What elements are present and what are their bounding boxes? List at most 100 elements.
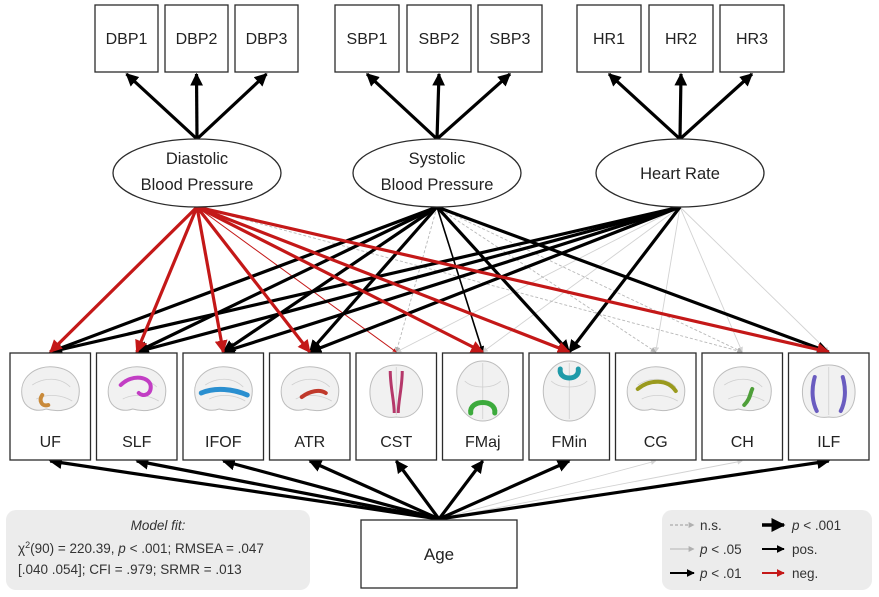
- tract-label: ILF: [817, 434, 840, 451]
- path-arrow-sbp-cg: [436, 206, 657, 353]
- latent-label-line1: Systolic: [409, 150, 466, 168]
- path-arrow-age-ch: [438, 459, 743, 520]
- indicator-box-hr2: [648, 4, 714, 73]
- latent-label-line2: Blood Pressure: [381, 176, 494, 194]
- tract-highlight: [396, 370, 404, 414]
- brain-sagittal-icon: [713, 366, 772, 412]
- latent-hr: Heart Rate: [595, 138, 765, 208]
- tract-node-uf: UF: [9, 352, 92, 461]
- path-arrow-age-fmaj: [437, 459, 485, 520]
- path-arrow-sbp-ifof: [222, 205, 438, 354]
- model-fit-title: Model fit:: [131, 518, 186, 533]
- path-arrow-dbp-slf: [135, 206, 199, 354]
- indicator-label: SBP3: [490, 31, 531, 48]
- latent-ellipse-dbp: [112, 138, 282, 208]
- indicator-group-sbp: SBP1 SBP2 SBP3: [334, 4, 543, 73]
- brain-axial-icon: [456, 360, 510, 422]
- path-arrow-hr-ifof: [222, 205, 681, 355]
- path-arrow-dbp-atr: [195, 206, 312, 354]
- tract-highlight: [118, 375, 153, 397]
- path-arrow-hr-uf: [49, 205, 681, 356]
- brain-sagittal-icon: [626, 366, 686, 412]
- indicator-label: HR1: [593, 31, 625, 48]
- tract-highlight: [299, 388, 328, 399]
- brain-coronal-icon: [801, 364, 856, 418]
- latent-sbp: Systolic Blood Pressure: [352, 138, 522, 208]
- path-arrow-age-ifof: [222, 457, 440, 521]
- tract-label: SLF: [122, 434, 152, 451]
- chi-rest: < .001; RMSEA = .047: [126, 541, 264, 556]
- path-arrow-hr-slf: [135, 205, 681, 356]
- path-arrow-dbp-ch: [196, 206, 743, 354]
- legend-p01-label: p < .01: [699, 566, 742, 581]
- chi-symbol: χ: [18, 541, 25, 556]
- path-arrow-dbp-uf: [49, 205, 199, 354]
- path-arrows: [48, 72, 831, 521]
- tract-label: UF: [40, 434, 62, 451]
- tract-label: CH: [731, 434, 754, 451]
- path-arrow-sbp-cst: [394, 206, 438, 353]
- path-arrow-sbp-slf: [135, 205, 438, 354]
- tract-highlight: [38, 393, 51, 408]
- loading-arrow-hr-3: [678, 72, 754, 141]
- path-arrow-sbp-ch: [436, 206, 743, 353]
- path-arrow-age-uf: [48, 456, 440, 521]
- loading-arrow-sbp-1: [365, 72, 439, 141]
- tract-label: FMin: [551, 434, 587, 451]
- brain-axial-icon: [542, 360, 596, 422]
- indicator-box-dbp3: [234, 4, 299, 73]
- indicator-box-hr3: [719, 4, 785, 73]
- indicator-box-sbp1: [334, 4, 400, 73]
- path-arrow-sbp-atr: [308, 205, 439, 354]
- indicator-label: DBP3: [246, 31, 288, 48]
- tract-node-fmin: FMin: [528, 352, 611, 461]
- brain-sagittal-icon: [21, 366, 80, 412]
- tract-node-atr: ATR: [268, 352, 351, 461]
- indicator-label: SBP2: [419, 31, 460, 48]
- tract-node-ch: CH: [701, 352, 784, 461]
- brain-sagittal-icon: [107, 366, 167, 412]
- indicator-group-dbp: DBP1 DBP2 DBP3: [94, 4, 299, 73]
- latent-ellipse-hr: [595, 138, 765, 208]
- legend-panel: n.s. p < .05 p < .01 p < .001 pos. neg.: [662, 510, 872, 590]
- brain-coronal-icon: [369, 364, 424, 418]
- path-arrow-dbp-cst: [196, 206, 397, 353]
- tract-highlight: [198, 386, 250, 398]
- indicator-label: DBP2: [176, 31, 218, 48]
- path-arrow-hr-cst: [395, 206, 681, 353]
- path-arrow-hr-ch: [679, 206, 743, 353]
- legend-p001-label: p < .001: [791, 518, 841, 533]
- path-arrow-age-cg: [438, 459, 657, 520]
- latent-dbp: Diastolic Blood Pressure: [112, 138, 282, 208]
- indicator-box-hr1: [576, 4, 642, 73]
- path-arrow-dbp-fmaj: [196, 205, 484, 354]
- tract-highlight: [468, 400, 498, 416]
- tract-highlight: [838, 375, 847, 413]
- path-arrow-age-cst: [394, 459, 441, 520]
- loading-arrow-sbp-2: [432, 72, 446, 140]
- loading-arrow-dbp-2: [190, 72, 203, 140]
- path-arrow-sbp-ilf: [436, 205, 830, 355]
- chi-superscript: 2: [25, 540, 30, 550]
- tract-node-cg: CG: [614, 352, 697, 461]
- legend-neg-label: neg.: [792, 566, 818, 581]
- tract-highlight: [635, 379, 678, 393]
- indicator-box-sbp2: [406, 4, 472, 73]
- chi-df: (90) = 220.39,: [30, 541, 118, 556]
- loading-arrow-hr-1: [607, 72, 682, 141]
- loading-arrow-dbp-1: [125, 72, 199, 141]
- indicator-label: HR2: [665, 31, 697, 48]
- loading-arrow-hr-2: [674, 72, 688, 140]
- path-arrow-age-ilf: [438, 456, 831, 521]
- legend-p05-label: p < .05: [699, 542, 742, 557]
- tract-node-ifof: IFOF: [182, 352, 265, 461]
- path-arrow-hr-cg: [653, 206, 681, 353]
- indicator-label: DBP1: [106, 31, 148, 48]
- indicator-label: SBP1: [347, 31, 388, 48]
- tract-node-cst: CST: [355, 352, 438, 461]
- tract-node-slf: SLF: [95, 352, 178, 461]
- latent-ellipse-sbp: [352, 138, 522, 208]
- path-arrow-age-atr: [308, 459, 440, 521]
- tract-highlight: [742, 387, 755, 407]
- loading-arrow-sbp-3: [435, 72, 512, 141]
